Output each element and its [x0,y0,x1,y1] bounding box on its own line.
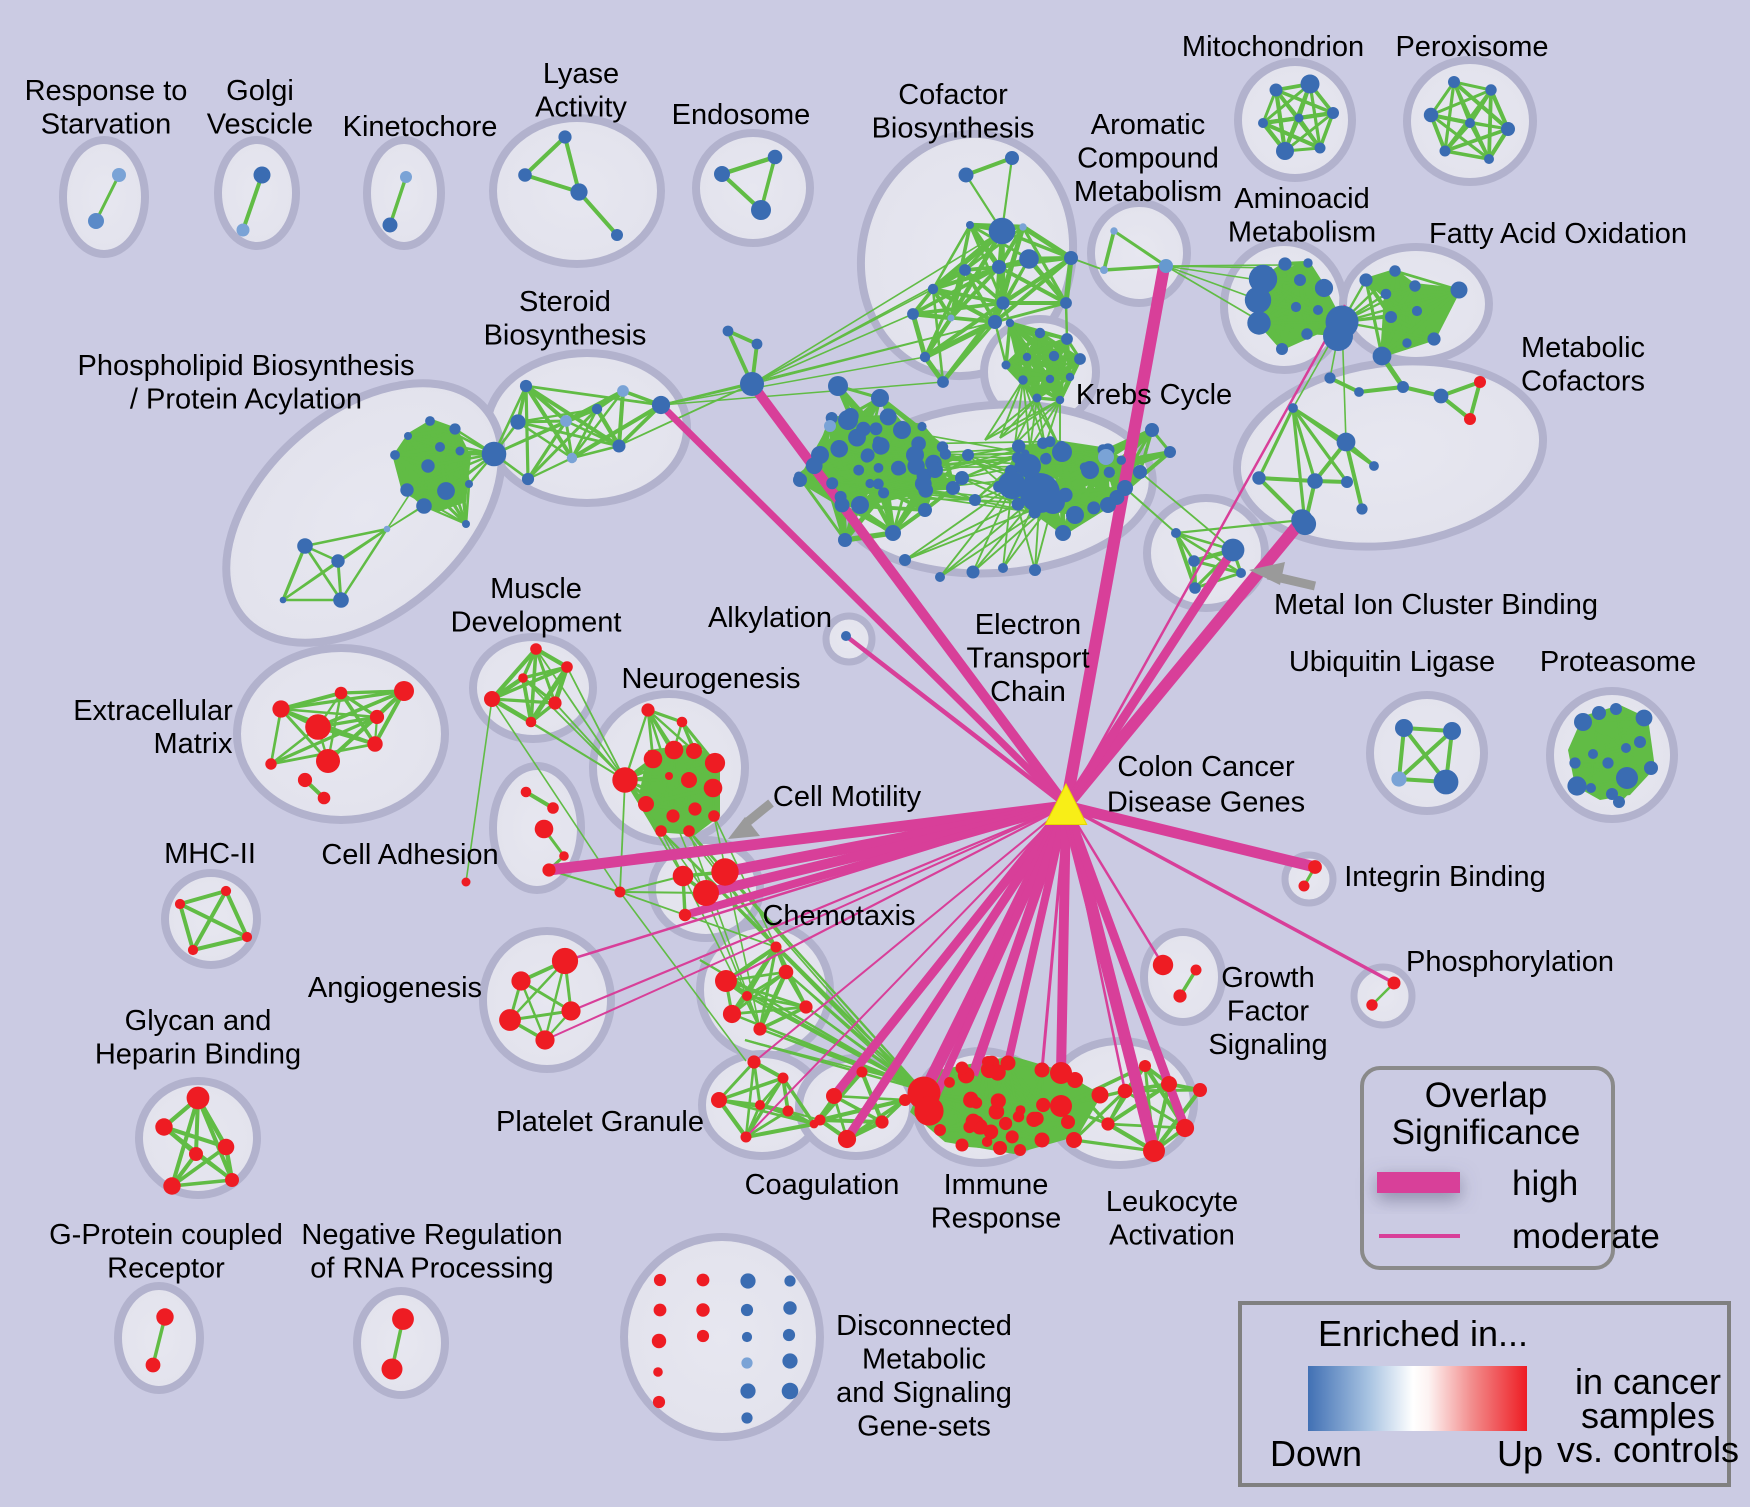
svg-text:Overlap: Overlap [1425,1076,1548,1115]
svg-text:Compound: Compound [1077,143,1219,175]
svg-text:samples: samples [1581,1395,1715,1436]
svg-text:Cell Motility: Cell Motility [773,781,922,813]
svg-text:vs. controls: vs. controls [1557,1429,1739,1470]
svg-text:Cofactor: Cofactor [898,79,1008,111]
svg-text:Immune: Immune [944,1169,1049,1201]
svg-text:Mitochondrion: Mitochondrion [1182,31,1364,63]
svg-text:Metabolic: Metabolic [862,1344,986,1376]
svg-text:Vescicle: Vescicle [207,109,313,141]
svg-text:Response to: Response to [25,75,188,107]
svg-text:Response: Response [931,1203,1062,1235]
svg-text:Signaling: Signaling [1208,1029,1327,1061]
svg-text:Endosome: Endosome [672,99,811,131]
svg-text:Integrin Binding: Integrin Binding [1344,861,1546,893]
svg-text:Kinetochore: Kinetochore [343,111,498,143]
svg-text:Down: Down [1270,1433,1362,1474]
svg-text:Biosynthesis: Biosynthesis [872,113,1035,145]
svg-text:in cancer: in cancer [1575,1361,1721,1402]
svg-text:of RNA Processing: of RNA Processing [310,1253,553,1285]
svg-text:Extracellular: Extracellular [73,695,233,727]
svg-text:moderate: moderate [1512,1217,1660,1256]
svg-text:Metabolism: Metabolism [1074,176,1222,208]
svg-text:Proteasome: Proteasome [1540,646,1696,678]
svg-text:Receptor: Receptor [107,1253,225,1285]
svg-text:MHC-II: MHC-II [164,838,256,870]
svg-text:Golgi: Golgi [226,75,294,107]
svg-text:Steroid: Steroid [519,286,611,318]
svg-text:Peroxisome: Peroxisome [1395,31,1548,63]
svg-text:Platelet Granule: Platelet Granule [496,1106,704,1138]
svg-text:Aromatic: Aromatic [1091,109,1205,141]
svg-text:Phosphorylation: Phosphorylation [1406,946,1614,978]
svg-text:Alkylation: Alkylation [708,602,832,634]
svg-text:Disease Genes: Disease Genes [1107,787,1305,819]
svg-text:Negative Regulation: Negative Regulation [301,1219,562,1251]
svg-text:Muscle: Muscle [490,573,582,605]
svg-text:Metabolism: Metabolism [1228,217,1376,249]
svg-text:G-Protein coupled: G-Protein coupled [49,1219,283,1251]
svg-text:Starvation: Starvation [41,109,172,141]
svg-text:Activity: Activity [535,92,627,124]
svg-text:Factor: Factor [1227,996,1310,1028]
svg-text:Neurogenesis: Neurogenesis [622,663,801,695]
svg-text:Matrix: Matrix [154,728,233,760]
svg-text:Biosynthesis: Biosynthesis [484,320,647,352]
svg-text:Activation: Activation [1109,1220,1235,1252]
svg-text:Lyase: Lyase [543,58,619,90]
svg-text:Glycan and: Glycan and [125,1005,272,1037]
svg-text:Aminoacid: Aminoacid [1234,183,1369,215]
svg-text:Metal Ion Cluster Binding: Metal Ion Cluster Binding [1274,589,1598,621]
svg-text:Growth: Growth [1221,962,1314,994]
svg-text:Enriched in...: Enriched in... [1318,1313,1528,1354]
svg-text:Ubiquitin Ligase: Ubiquitin Ligase [1289,646,1495,678]
svg-text:Development: Development [451,607,622,639]
svg-text:Phospholipid Biosynthesis: Phospholipid Biosynthesis [78,350,415,382]
svg-text:Transport: Transport [966,643,1089,675]
svg-text:Chain: Chain [990,676,1066,708]
svg-text:Angiogenesis: Angiogenesis [308,972,482,1004]
svg-text:Fatty Acid Oxidation: Fatty Acid Oxidation [1429,218,1687,250]
svg-text:Gene-sets: Gene-sets [857,1411,991,1443]
svg-text:Colon Cancer: Colon Cancer [1117,751,1295,783]
svg-text:Coagulation: Coagulation [745,1169,900,1201]
svg-text:high: high [1512,1164,1578,1203]
svg-text:Cell Adhesion: Cell Adhesion [321,839,498,871]
svg-text:Leukocyte: Leukocyte [1106,1186,1238,1218]
svg-text:Up: Up [1497,1433,1543,1474]
svg-text:/ Protein Acylation: / Protein Acylation [130,384,362,416]
svg-text:Chemotaxis: Chemotaxis [762,900,915,932]
svg-text:Disconnected: Disconnected [836,1310,1012,1342]
svg-text:and Signaling: and Signaling [836,1377,1012,1409]
svg-text:Heparin Binding: Heparin Binding [95,1039,301,1071]
svg-text:Krebs Cycle: Krebs Cycle [1076,379,1232,411]
svg-text:Cofactors: Cofactors [1521,366,1645,398]
svg-text:Significance: Significance [1392,1113,1581,1152]
svg-text:Electron: Electron [975,609,1081,641]
svg-text:Metabolic: Metabolic [1521,332,1645,364]
